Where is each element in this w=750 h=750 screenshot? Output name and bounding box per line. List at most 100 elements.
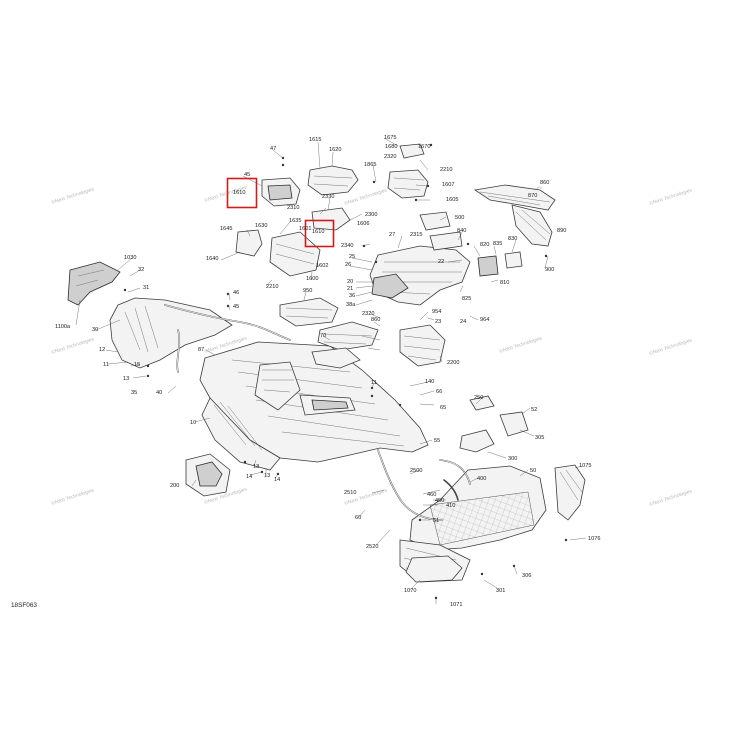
highlight-box-1610-upper bbox=[226, 177, 258, 209]
callout-label: 2520 bbox=[366, 544, 378, 550]
callout-label: 870 bbox=[528, 193, 537, 199]
callout-label: 52 bbox=[531, 407, 537, 413]
watermark: ©Next Technologies bbox=[50, 185, 95, 206]
callout-label: 300 bbox=[508, 456, 517, 462]
callout-label: 2210 bbox=[266, 284, 278, 290]
callout-label: 954 bbox=[432, 309, 441, 315]
callout-label: 11 bbox=[371, 380, 377, 386]
callout-label: 964 bbox=[480, 317, 489, 323]
callout-label: 400 bbox=[477, 476, 486, 482]
callout-label: 66 bbox=[436, 389, 442, 395]
watermark: ©Next Technologies bbox=[648, 336, 693, 357]
callout-label: 840 bbox=[457, 228, 466, 234]
callout-label: 40 bbox=[156, 390, 162, 396]
watermark: ©Next Technologies bbox=[50, 335, 95, 356]
watermark: ©Next Technologies bbox=[498, 334, 543, 355]
callout-label: 1865 bbox=[364, 162, 376, 168]
callout-label: 1610 bbox=[233, 190, 245, 196]
drawing-code: 18SF063 bbox=[11, 602, 37, 609]
callout-label: 1610 bbox=[312, 229, 324, 235]
callout-label: 2330 bbox=[322, 194, 334, 200]
fasteners bbox=[123, 143, 568, 600]
callout-label: 2320 bbox=[362, 311, 374, 317]
callout-label: 1620 bbox=[329, 147, 341, 153]
callout-label: 950 bbox=[303, 288, 312, 294]
callout-label: 65 bbox=[440, 405, 446, 411]
callout-label: 1670 bbox=[418, 144, 430, 150]
callout-label: 51 bbox=[433, 518, 439, 524]
callout-label: 2340 bbox=[341, 243, 353, 249]
callout-label: 32 bbox=[138, 267, 144, 273]
callout-label: 500 bbox=[455, 215, 464, 221]
rear-platform bbox=[399, 395, 586, 583]
callout-label: 200 bbox=[170, 483, 179, 489]
callout-label: 87 bbox=[198, 347, 204, 353]
callout-label: 1601 bbox=[299, 226, 311, 232]
callout-label: 1680 bbox=[385, 144, 397, 150]
callout-label: 26 bbox=[345, 262, 351, 268]
callout-label: 1607 bbox=[442, 182, 454, 188]
callout-label: 70 bbox=[320, 333, 326, 339]
callout-label: 45 bbox=[233, 304, 239, 310]
watermark: ©Next Technologies bbox=[648, 487, 693, 508]
callout-label: 35 bbox=[131, 390, 137, 396]
callout-label: 27 bbox=[389, 232, 395, 238]
callout-label: 13 bbox=[123, 376, 129, 382]
deck-body bbox=[199, 341, 429, 471]
callout-label: 20 bbox=[347, 279, 353, 285]
callout-label: 820 bbox=[480, 242, 489, 248]
callout-label: 13 bbox=[253, 464, 259, 470]
callout-label: 47 bbox=[270, 146, 276, 152]
callout-label: 11 bbox=[103, 362, 109, 368]
callout-label: 250 bbox=[474, 395, 483, 401]
callout-label: 301 bbox=[496, 588, 505, 594]
callout-label: 24 bbox=[460, 319, 466, 325]
callout-label: 1075 bbox=[579, 463, 591, 469]
callout-label: 860 bbox=[371, 317, 380, 323]
watermark: ©Next Technologies bbox=[648, 186, 693, 207]
callout-label: 2500 bbox=[410, 468, 422, 474]
callout-label: 825 bbox=[462, 296, 471, 302]
top-parts bbox=[235, 143, 523, 277]
callout-label: 860 bbox=[540, 180, 549, 186]
highlight-box-1610-lower bbox=[304, 219, 335, 248]
callout-label: 2310 bbox=[287, 205, 299, 211]
callout-label: 46 bbox=[233, 290, 239, 296]
callout-label: 10 bbox=[190, 420, 196, 426]
callout-label: 890 bbox=[557, 228, 566, 234]
callout-label: 460 bbox=[427, 492, 436, 498]
callout-label: 410 bbox=[446, 503, 455, 509]
callout-label: 1100a bbox=[55, 324, 71, 330]
callout-label: 13 bbox=[264, 473, 270, 479]
callout-label: 36 bbox=[349, 293, 355, 299]
hoses bbox=[164, 304, 471, 521]
footwell-panel bbox=[185, 453, 231, 497]
callout-label: 1615 bbox=[309, 137, 321, 143]
callout-label: 2315 bbox=[410, 232, 422, 238]
callout-label: 2510 bbox=[344, 490, 356, 496]
callout-label: 1630 bbox=[255, 223, 267, 229]
callout-label: 2210 bbox=[440, 167, 452, 173]
callout-label: 2320 bbox=[384, 154, 396, 160]
callout-label: 38a bbox=[346, 302, 356, 308]
callout-label: 23 bbox=[435, 319, 441, 325]
watermark: ©Next Technologies bbox=[50, 486, 95, 507]
callout-label: 830 bbox=[508, 236, 517, 242]
handlebar-cover bbox=[473, 184, 556, 247]
callout-label: 1070 bbox=[404, 588, 416, 594]
callout-label: 900 bbox=[545, 267, 554, 273]
callout-label: 2300 bbox=[365, 212, 377, 218]
callout-label: 60 bbox=[355, 515, 361, 521]
callout-labels: 1615 1620 1675 1680 1670 2320 1865 2210 … bbox=[55, 135, 600, 608]
callout-label: 31 bbox=[143, 285, 149, 291]
callout-label: 306 bbox=[522, 573, 531, 579]
callout-label: 1602 bbox=[316, 263, 328, 269]
callout-label: 21 bbox=[347, 286, 353, 292]
callout-label: 1675 bbox=[384, 135, 396, 141]
callout-label: 1605 bbox=[446, 197, 458, 203]
callout-label: 305 bbox=[535, 435, 544, 441]
callout-label: 140 bbox=[425, 379, 434, 385]
callout-label: 1635 bbox=[289, 218, 301, 224]
bow-shroud bbox=[67, 261, 233, 369]
